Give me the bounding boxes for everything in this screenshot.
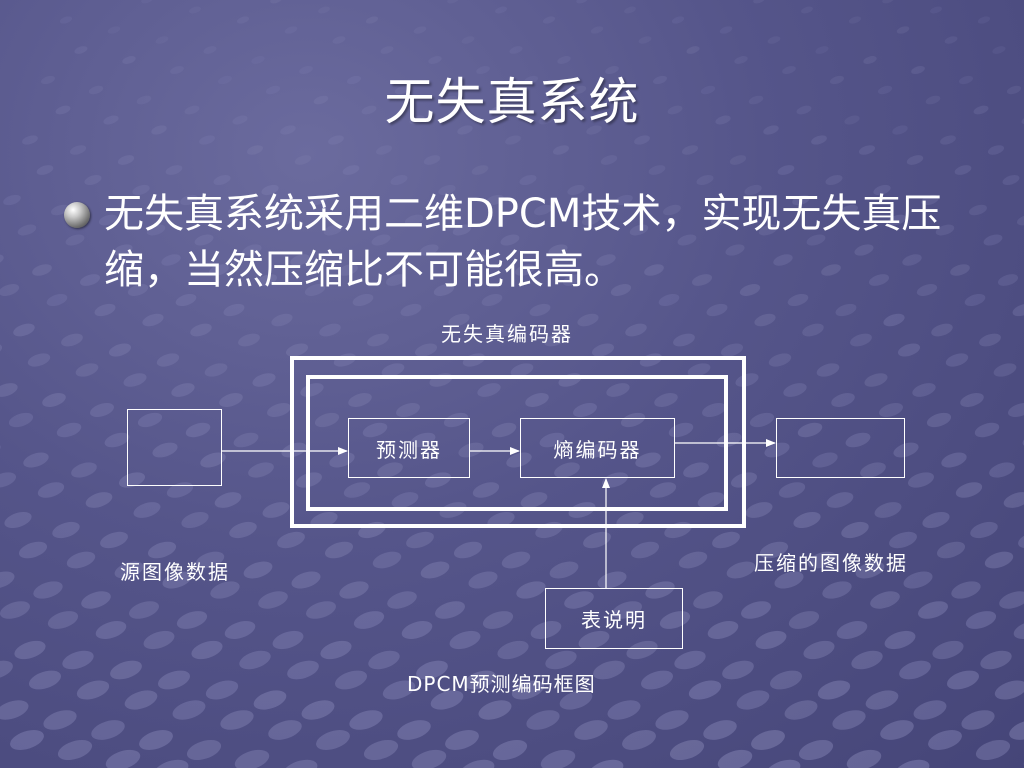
slide-title: 无失真系统 <box>384 73 640 131</box>
table-box: 表说明 <box>545 588 683 649</box>
output-image-box <box>776 418 905 478</box>
predictor-box: 预测器 <box>348 418 470 478</box>
bullet-text: 无失真系统采用二维DPCM技术，实现无失真压缩，当然压缩比不可能很高。 <box>104 191 942 293</box>
output-image-label: 压缩的图像数据 <box>754 551 908 575</box>
source-image-label: 源图像数据 <box>120 560 230 584</box>
encoder-label: 无失真编码器 <box>441 322 573 346</box>
entropy-coder-box: 熵编码器 <box>520 418 675 478</box>
sphere-bullet-icon <box>64 202 90 228</box>
diagram-caption: DPCM预测编码框图 <box>407 672 596 696</box>
source-image-box <box>127 409 222 486</box>
encoder-outer-frame <box>290 356 746 528</box>
